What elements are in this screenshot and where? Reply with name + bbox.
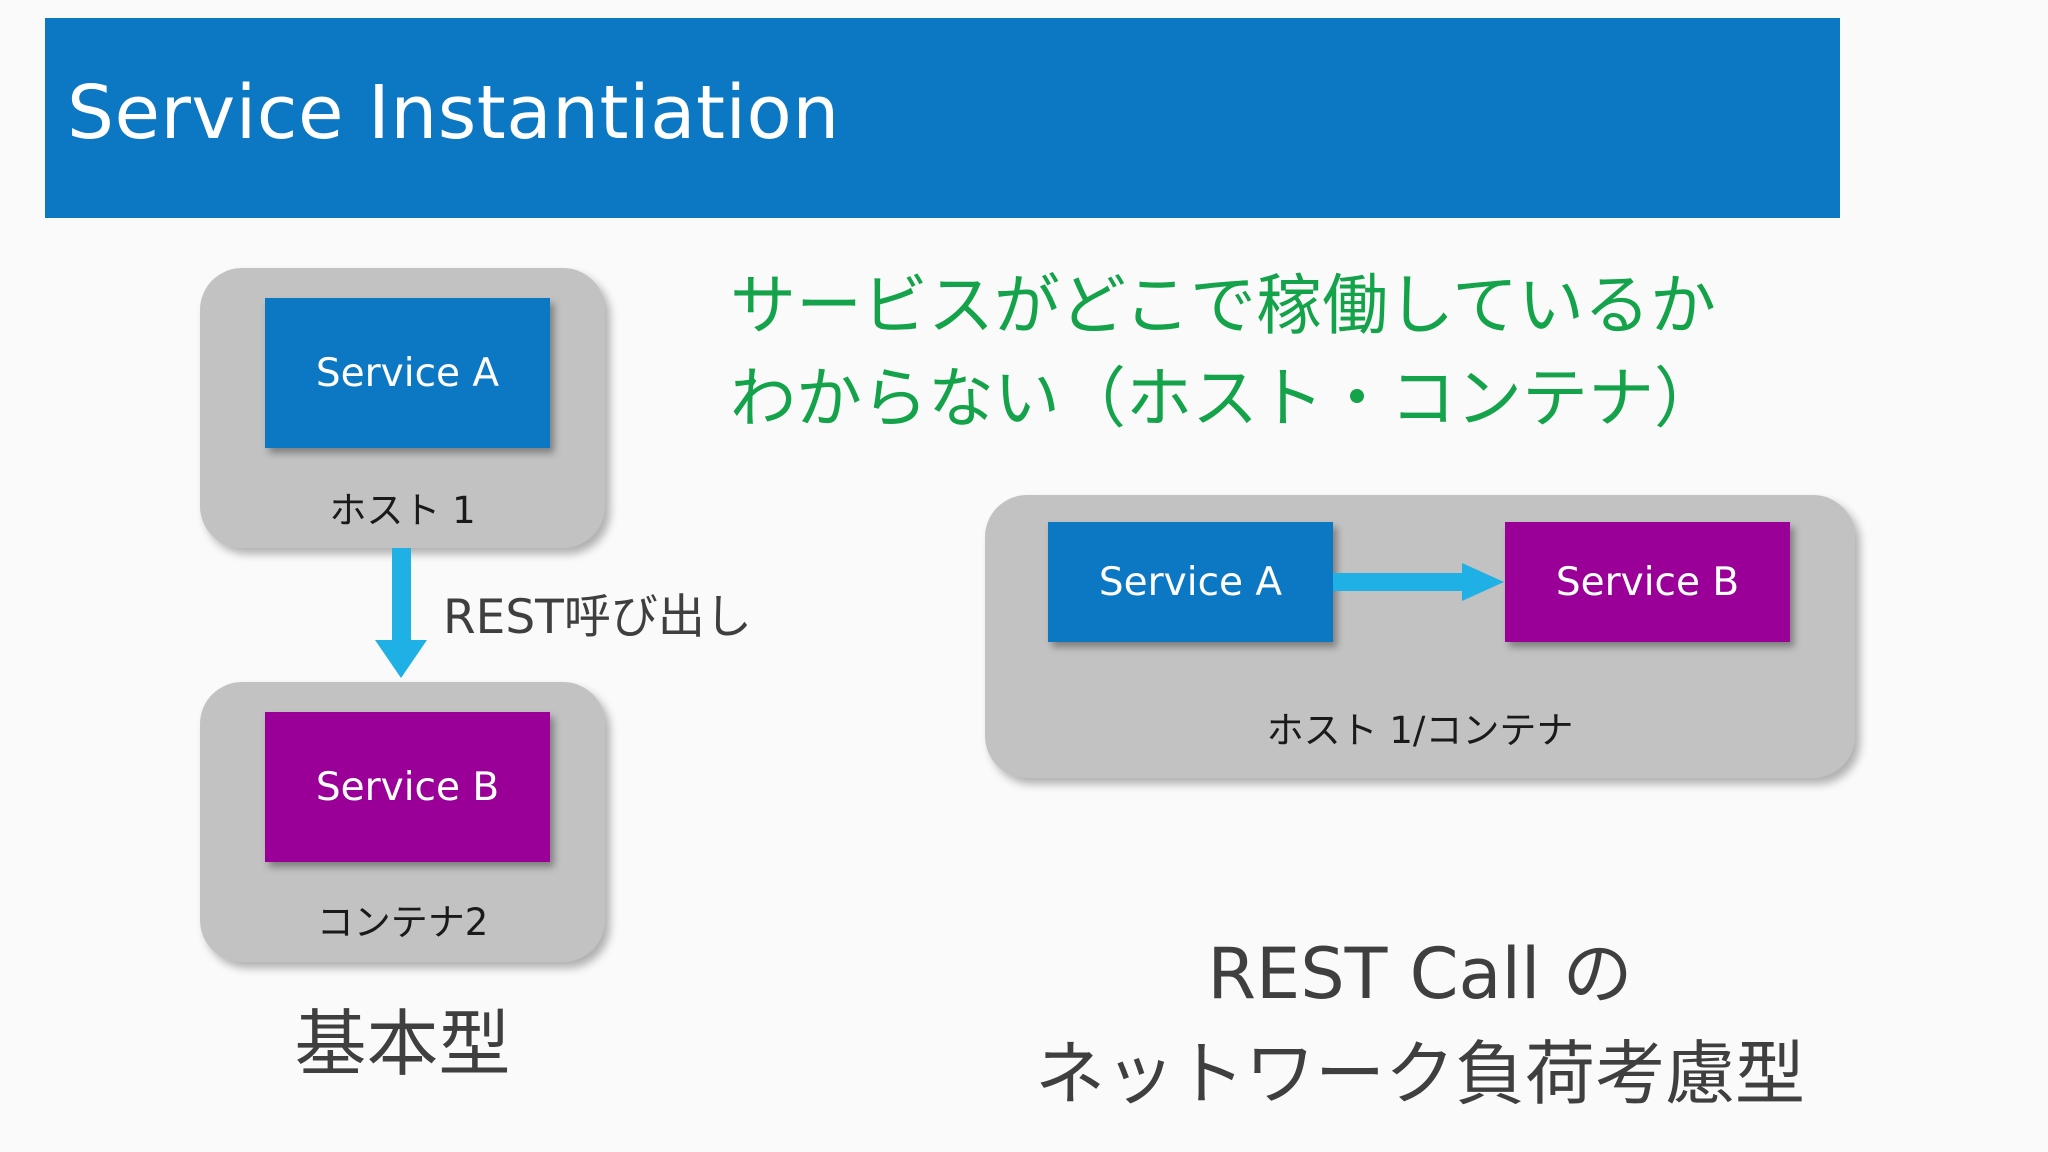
service-chip-service-a-left: Service A	[265, 298, 550, 448]
host-label-container2: コンテナ2	[316, 901, 489, 944]
host-label-host1: ホスト 1	[329, 489, 476, 532]
right-diagram-caption-line-1: REST Call の	[1207, 933, 1633, 1015]
call-arrow-shaft-icon	[1333, 573, 1465, 591]
note-text-line-2: わからない（ホスト・コンテナ）	[730, 360, 1720, 437]
title-banner: Service Instantiation	[45, 18, 1840, 218]
service-chip-service-b-right: Service B	[1505, 522, 1790, 642]
service-chip-service-b-left: Service B	[265, 712, 550, 862]
rest-arrow-head-icon	[375, 640, 427, 678]
page-title: Service Instantiation	[67, 70, 840, 156]
left-diagram-caption: 基本型	[294, 1002, 511, 1086]
rest-arrow-shaft-icon	[392, 548, 411, 648]
right-diagram-caption-line-2: ネットワーク負荷考慮型	[1035, 1033, 1805, 1115]
call-arrow-head-icon	[1462, 563, 1504, 601]
host-label-host1-container: ホスト 1/コンテナ	[1266, 709, 1574, 752]
rest-call-label: REST呼び出し	[443, 590, 752, 645]
note-text-line-1: サービスがどこで稼働しているか	[730, 267, 1717, 344]
service-chip-service-a-right: Service A	[1048, 522, 1333, 642]
